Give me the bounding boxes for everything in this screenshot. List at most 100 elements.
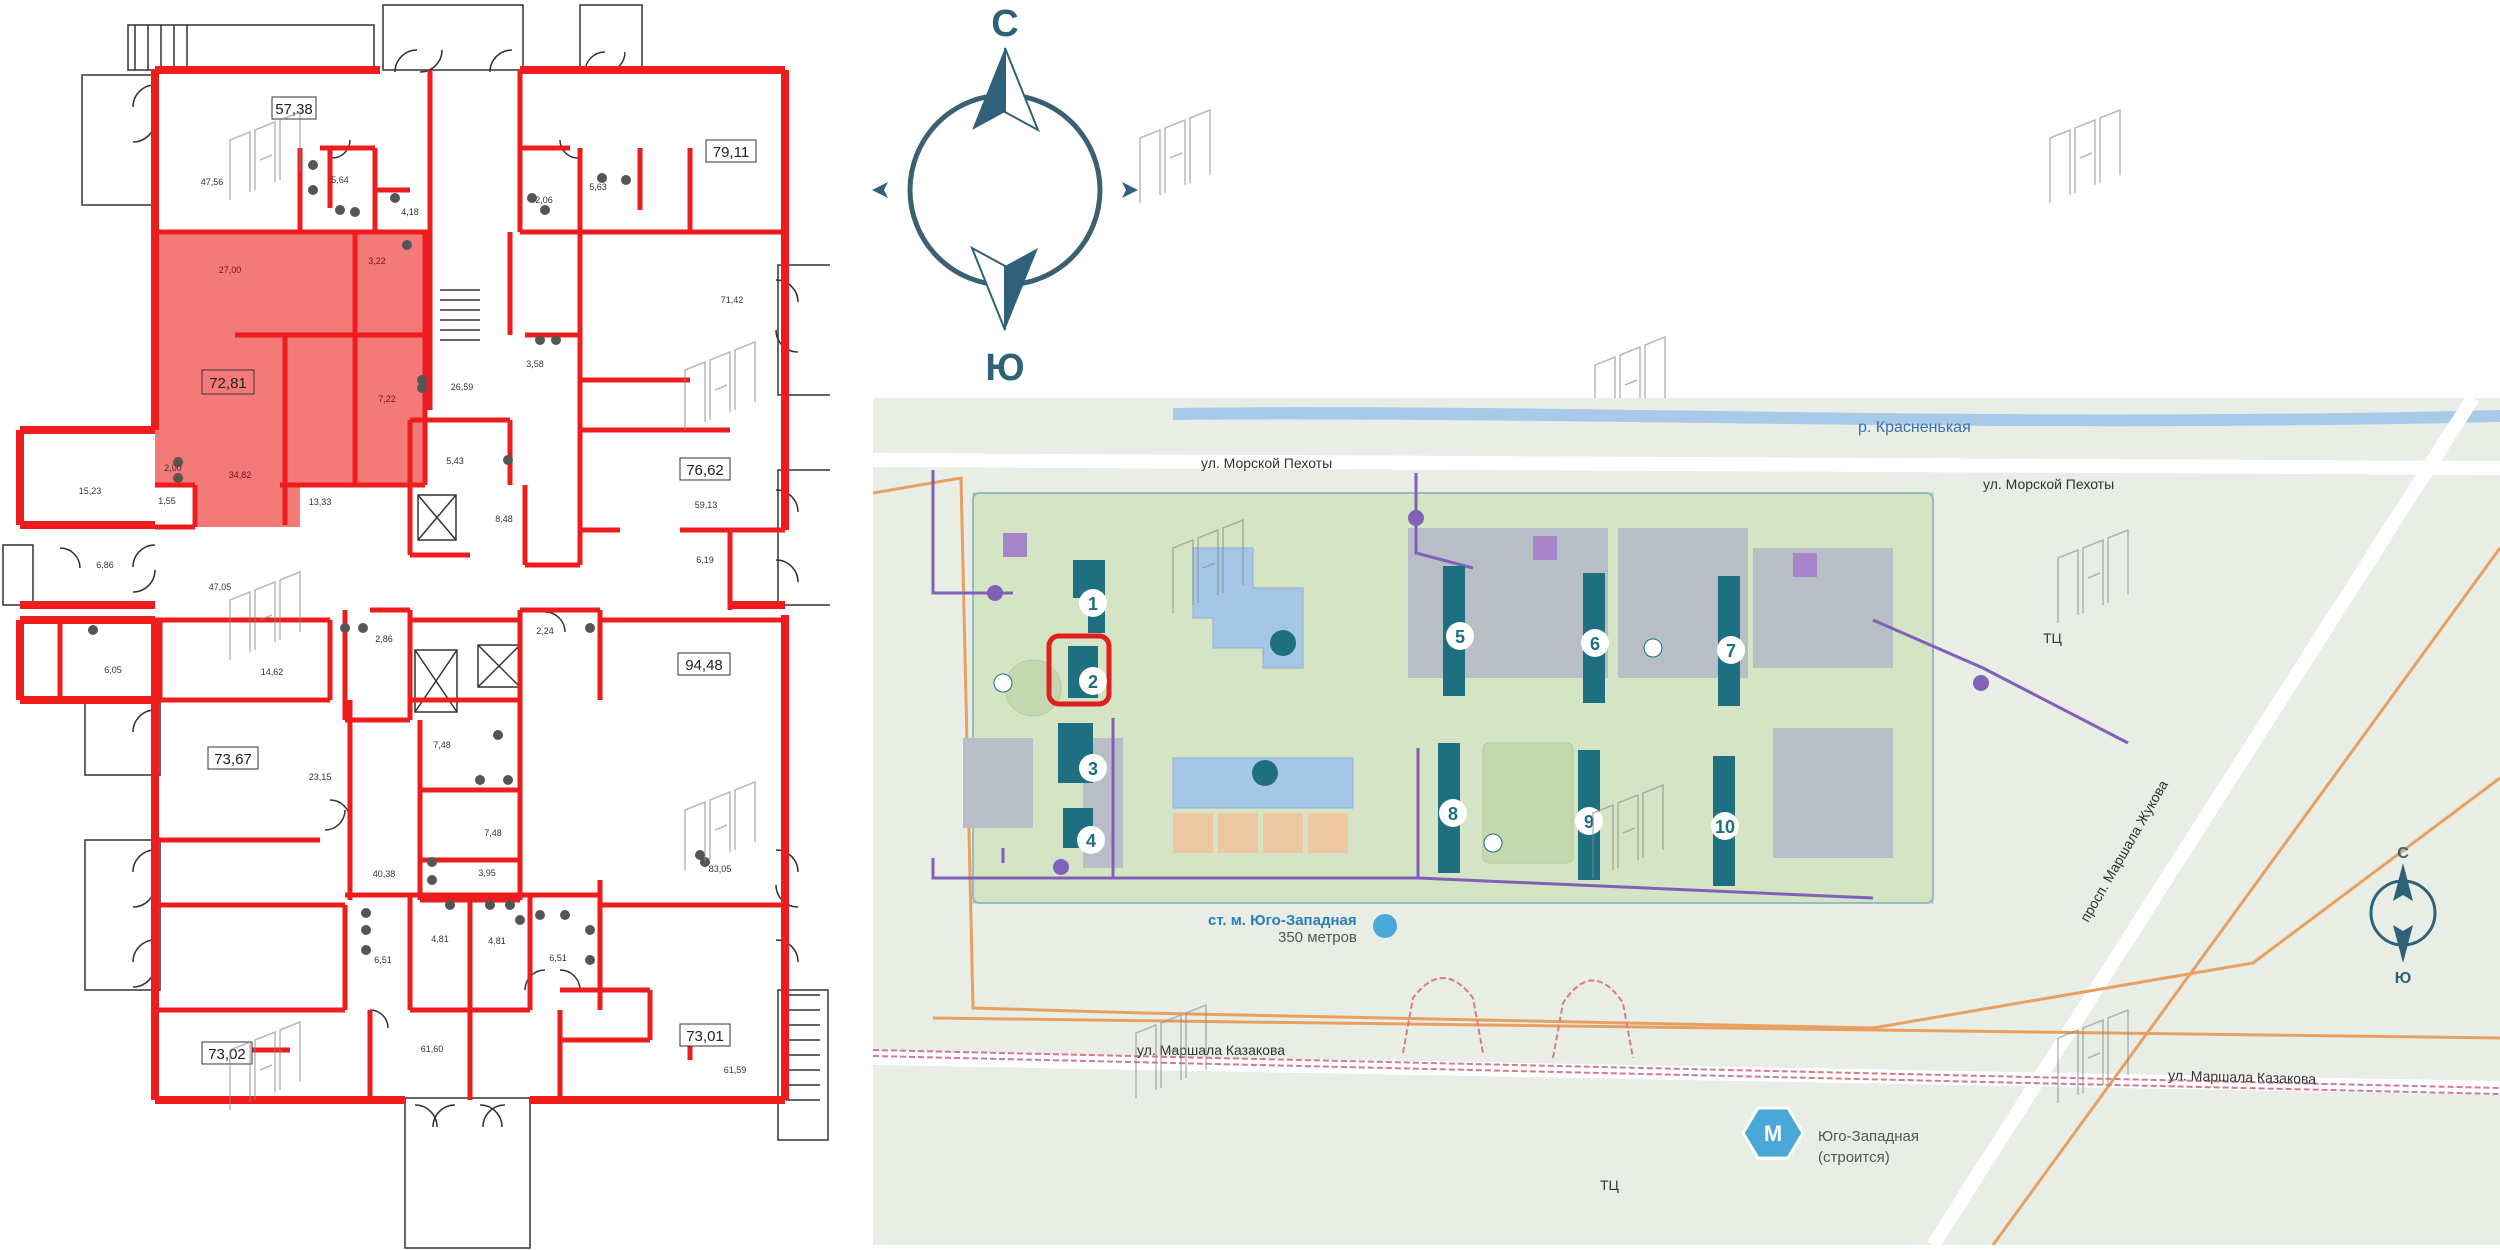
- room-area: 4,18: [401, 207, 419, 217]
- room-area: 27,00: [219, 265, 242, 275]
- sports-icon: [1643, 638, 1663, 658]
- room-area: 7,48: [433, 740, 451, 750]
- room-area: 83,05: [709, 864, 732, 874]
- room-area: 14,62: [261, 667, 284, 677]
- selected-building-highlight[interactable]: [1046, 633, 1112, 707]
- room-area: 7,22: [378, 394, 396, 404]
- room-area: 13,33: [309, 497, 332, 507]
- building-number: 10: [1715, 817, 1735, 837]
- unit-label: 57,38: [275, 101, 313, 118]
- bus-stop-icon: [1053, 859, 1069, 875]
- room-area: 61,60: [421, 1044, 444, 1054]
- room-area: 6,51: [549, 953, 567, 963]
- bus-stop-icon: [1973, 675, 1989, 691]
- parking-icon: [1003, 533, 1027, 557]
- unit-label: 79,11: [713, 144, 749, 161]
- mini-compass-south-label: Ю: [2395, 970, 2412, 987]
- metro-distance-label: 350 метров: [1278, 929, 1357, 946]
- river: [1173, 407, 2500, 427]
- unit-label: 73,67: [214, 751, 252, 768]
- room-area: 5,63: [589, 182, 607, 192]
- unit-label-selected: 72,81: [209, 375, 247, 392]
- south-arrow-icon: [970, 245, 1006, 331]
- room-area: 6,19: [696, 555, 714, 565]
- playground-icon: [1483, 833, 1503, 853]
- building-number: 6: [1590, 634, 1600, 654]
- street-label: ул. Маршала Казакова: [1137, 1042, 1285, 1058]
- building-number: 8: [1448, 804, 1458, 824]
- parking-icon: [1793, 553, 1817, 577]
- room-area: 61,59: [724, 1065, 747, 1075]
- tc-label: ТЦ: [1600, 1177, 1620, 1193]
- room-area: 71,42: [721, 295, 744, 305]
- plan-walls: [16, 66, 789, 1104]
- room-area: 47,05: [209, 582, 232, 592]
- mini-compass-north-label: С: [2397, 845, 2409, 862]
- room-area: 3,22: [368, 256, 386, 266]
- site-map: р. Красненькая: [873, 398, 2500, 1245]
- unit-labels: 57,38 79,11 72,81 76,62 94,48 73,67 73,0…: [201, 96, 757, 1065]
- plan-outlines: [2, 4, 830, 1249]
- room-area: 40,38: [373, 869, 396, 879]
- room-area: 4,81: [431, 934, 449, 944]
- room-area: 4,81: [488, 936, 506, 946]
- unit-label: 73,02: [208, 1046, 246, 1063]
- parking-icon: [1533, 536, 1557, 560]
- building-number: 3: [1088, 759, 1098, 779]
- metro-icon: [1373, 914, 1397, 938]
- room-area: 6,05: [104, 665, 122, 675]
- room-area: 47,56: [201, 177, 224, 187]
- room-area: 2,86: [375, 634, 393, 644]
- compass-south-label: Ю: [985, 347, 1024, 389]
- kindergarten-icon: [1252, 760, 1278, 786]
- plan-fixtures: [88, 160, 710, 965]
- watermark: [1139, 108, 1211, 203]
- room-area: 6,51: [374, 955, 392, 965]
- room-area: 8,48: [495, 514, 513, 524]
- room-area: 23,15: [309, 772, 332, 782]
- room-area: 1,55: [158, 496, 176, 506]
- tc-label: ТЦ: [2043, 630, 2063, 646]
- room-area: 2,06: [535, 195, 553, 205]
- svg-text:M: M: [1764, 1121, 1782, 1146]
- watermark: [2049, 108, 2121, 203]
- room-area: 2,00: [164, 463, 182, 473]
- room-area: 34,82: [229, 470, 252, 480]
- building-number: 4: [1086, 831, 1096, 851]
- room-area: 15,23: [79, 486, 102, 496]
- building-number: 5: [1455, 627, 1465, 647]
- bus-stop-icon: [987, 585, 1003, 601]
- floor-plan: 57,38 79,11 72,81 76,62 94,48 73,67 73,0…: [2, 4, 830, 1249]
- playground-icon: [993, 673, 1013, 693]
- building-number: 1: [1088, 594, 1098, 614]
- building-numbers: 1 2 3 4 5 6 7 8 9 10: [1077, 589, 1745, 854]
- room-area: 3,58: [526, 359, 544, 369]
- river-label: р. Красненькая: [1858, 419, 1971, 436]
- building-number: 7: [1726, 641, 1736, 661]
- room-area: 7,48: [484, 828, 502, 838]
- metro-future-name: Юго-Западная: [1818, 1128, 1919, 1145]
- watermark: [229, 110, 756, 1110]
- bus-stop-icon: [1408, 510, 1424, 526]
- room-areas: 47,56 5,64 4,18 2,06 5,63 27,00 3,22 7,2…: [79, 175, 747, 1075]
- metro-future-icon: [1741, 1106, 1805, 1160]
- room-area: 5,64: [331, 175, 349, 185]
- compass: С Ю: [872, 3, 1138, 389]
- room-area: 3,95: [478, 868, 496, 878]
- north-arrow-icon: [972, 48, 1005, 130]
- building-number: 9: [1584, 812, 1594, 832]
- street-label: ул. Морской Пехоты: [1983, 476, 2114, 492]
- unit-label: 94,48: [685, 657, 723, 674]
- street-label: ул. Маршала Казакова: [2168, 1067, 2317, 1087]
- room-area: 2,24: [536, 626, 554, 636]
- building-number: 2: [1088, 672, 1098, 692]
- school-icon: [1270, 630, 1296, 656]
- mini-compass: С Ю: [2369, 845, 2437, 987]
- watermark: [1135, 518, 2129, 1103]
- street-label: ул. Морской Пехоты: [1201, 455, 1332, 471]
- unit-label: 73,01: [686, 1028, 724, 1045]
- unit-label: 76,62: [686, 462, 724, 479]
- room-area: 6,86: [96, 560, 114, 570]
- metro-station-label: ст. м. Юго-Западная: [1208, 912, 1357, 929]
- compass-north-label: С: [991, 3, 1018, 45]
